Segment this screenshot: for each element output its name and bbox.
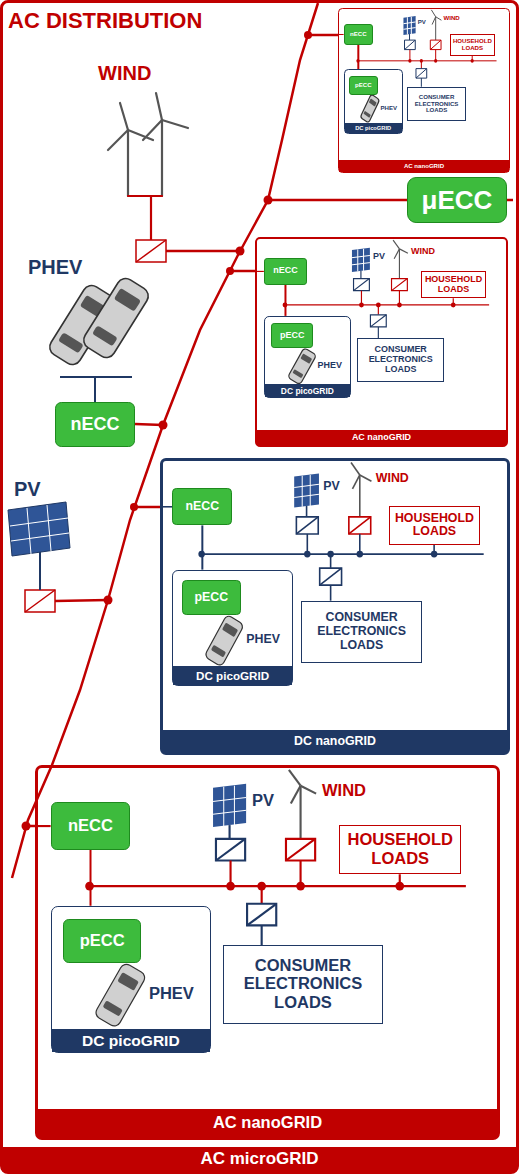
source-label: WIND	[322, 782, 366, 800]
source-label: PV	[14, 478, 41, 500]
nanogrid-label: AC nanoGRID	[257, 430, 506, 445]
picogrid-label: DC picoGRID	[52, 1029, 210, 1053]
load-label: HOUSEHOLD LOADS	[453, 38, 492, 51]
picogrid-label: DC picoGRID	[173, 666, 291, 685]
load-box: CONSUMER ELECTRONICS LOADS	[223, 945, 383, 1024]
controller-label: pECC	[185, 591, 237, 605]
controller-label: nECC	[58, 415, 132, 435]
load-label: HOUSEHOLD LOADS	[392, 512, 477, 539]
load-label: CONSUMER ELECTRONICS LOADS	[410, 94, 463, 114]
load-box: CONSUMER ELECTRONICS LOADS	[357, 338, 444, 382]
controller-label: pECC	[66, 932, 138, 950]
picogrid: DC picoGRID pECC PHEV	[344, 69, 403, 134]
connector	[90, 850, 92, 906]
nanogrid-label: AC nanoGRID	[38, 1109, 497, 1137]
source-label: PHEV	[380, 105, 397, 112]
picogrid: DC picoGRID pECC PHEV	[172, 570, 292, 686]
connector	[201, 525, 203, 569]
load-label: CONSUMER ELECTRONICS LOADS	[226, 957, 380, 1012]
nanogrid-label: AC nanoGRID	[339, 160, 509, 172]
source-label: PV	[373, 252, 385, 262]
controller-box: pECC	[349, 76, 378, 95]
picogrid-label: DC picoGRID	[265, 384, 350, 397]
converter-symbol	[25, 240, 166, 612]
microgrid-label: AC microGRID	[3, 1147, 516, 1171]
controller-box: nECC	[51, 802, 131, 849]
controller-box: nECC	[172, 488, 232, 525]
controller-label: nECC	[347, 31, 370, 38]
load-label: HOUSEHOLD LOADS	[342, 831, 458, 867]
source-label: WIND	[98, 62, 151, 84]
load-label: HOUSEHOLD LOADS	[424, 275, 484, 295]
load-label: CONSUMER ELECTRONICS LOADS	[360, 345, 441, 375]
phev-cars	[46, 275, 151, 402]
controller-box: μECC	[407, 177, 507, 223]
picogrid: DC picoGRID pECC PHEV	[51, 906, 211, 1054]
controller-label: nECC	[175, 500, 229, 514]
controller-box: nECC	[55, 402, 135, 447]
controller-box: nECC	[264, 258, 307, 284]
picogrid-label: DC picoGRID	[345, 123, 402, 133]
load-box: HOUSEHOLD LOADS	[389, 506, 480, 545]
controller-label: nECC	[267, 266, 304, 276]
load-box: HOUSEHOLD LOADS	[339, 825, 461, 874]
source-label: PV	[252, 792, 274, 810]
source-label: PHEV	[318, 361, 342, 371]
connector	[284, 285, 286, 316]
load-box: HOUSEHOLD LOADS	[421, 271, 487, 298]
source-label: PHEV	[149, 985, 194, 1003]
source-label: PHEV	[28, 256, 82, 278]
load-box: HOUSEHOLD LOADS	[450, 34, 495, 56]
controller-label: nECC	[54, 817, 128, 835]
ac-bus	[12, 3, 513, 878]
nanogrid: DC nanoGRID nECC DC picoGRID pECC PHEV HOUSEH…	[160, 458, 510, 755]
source-label: WIND	[411, 247, 435, 257]
title: AC DISTRIBUTION	[8, 8, 202, 34]
controller-box: pECC	[63, 919, 141, 963]
controller-label: μECC	[410, 186, 504, 215]
source-label: PV	[418, 19, 426, 26]
controller-label: pECC	[274, 331, 310, 341]
source-label: PHEV	[246, 633, 280, 647]
wind-turbines	[108, 93, 188, 240]
load-box: CONSUMER ELECTRONICS LOADS	[407, 87, 466, 122]
controller-box: pECC	[271, 323, 313, 348]
nanogrid-label: DC nanoGRID	[163, 730, 507, 752]
nanogrid: AC nanoGRID nECC DC picoGRID pECC PHEV HOUSEH…	[35, 765, 500, 1140]
picogrid: DC picoGRID pECC PHEV	[264, 316, 351, 398]
controller-label: pECC	[352, 82, 375, 89]
load-box: CONSUMER ELECTRONICS LOADS	[301, 601, 421, 663]
controller-box: nECC	[344, 24, 373, 45]
source-label: WIND	[444, 15, 460, 22]
pv-panel	[8, 502, 70, 590]
source-label: WIND	[376, 472, 409, 486]
source-label: PV	[323, 480, 340, 494]
connector	[357, 45, 359, 70]
controller-box: pECC	[182, 580, 240, 615]
nanogrid: AC nanoGRID nECC DC picoGRID pECC PHEV HOUSEH…	[338, 8, 510, 173]
load-label: CONSUMER ELECTRONICS LOADS	[304, 611, 418, 652]
nanogrid: AC nanoGRID nECC DC picoGRID pECC PHEV HOUSEH…	[255, 237, 508, 447]
